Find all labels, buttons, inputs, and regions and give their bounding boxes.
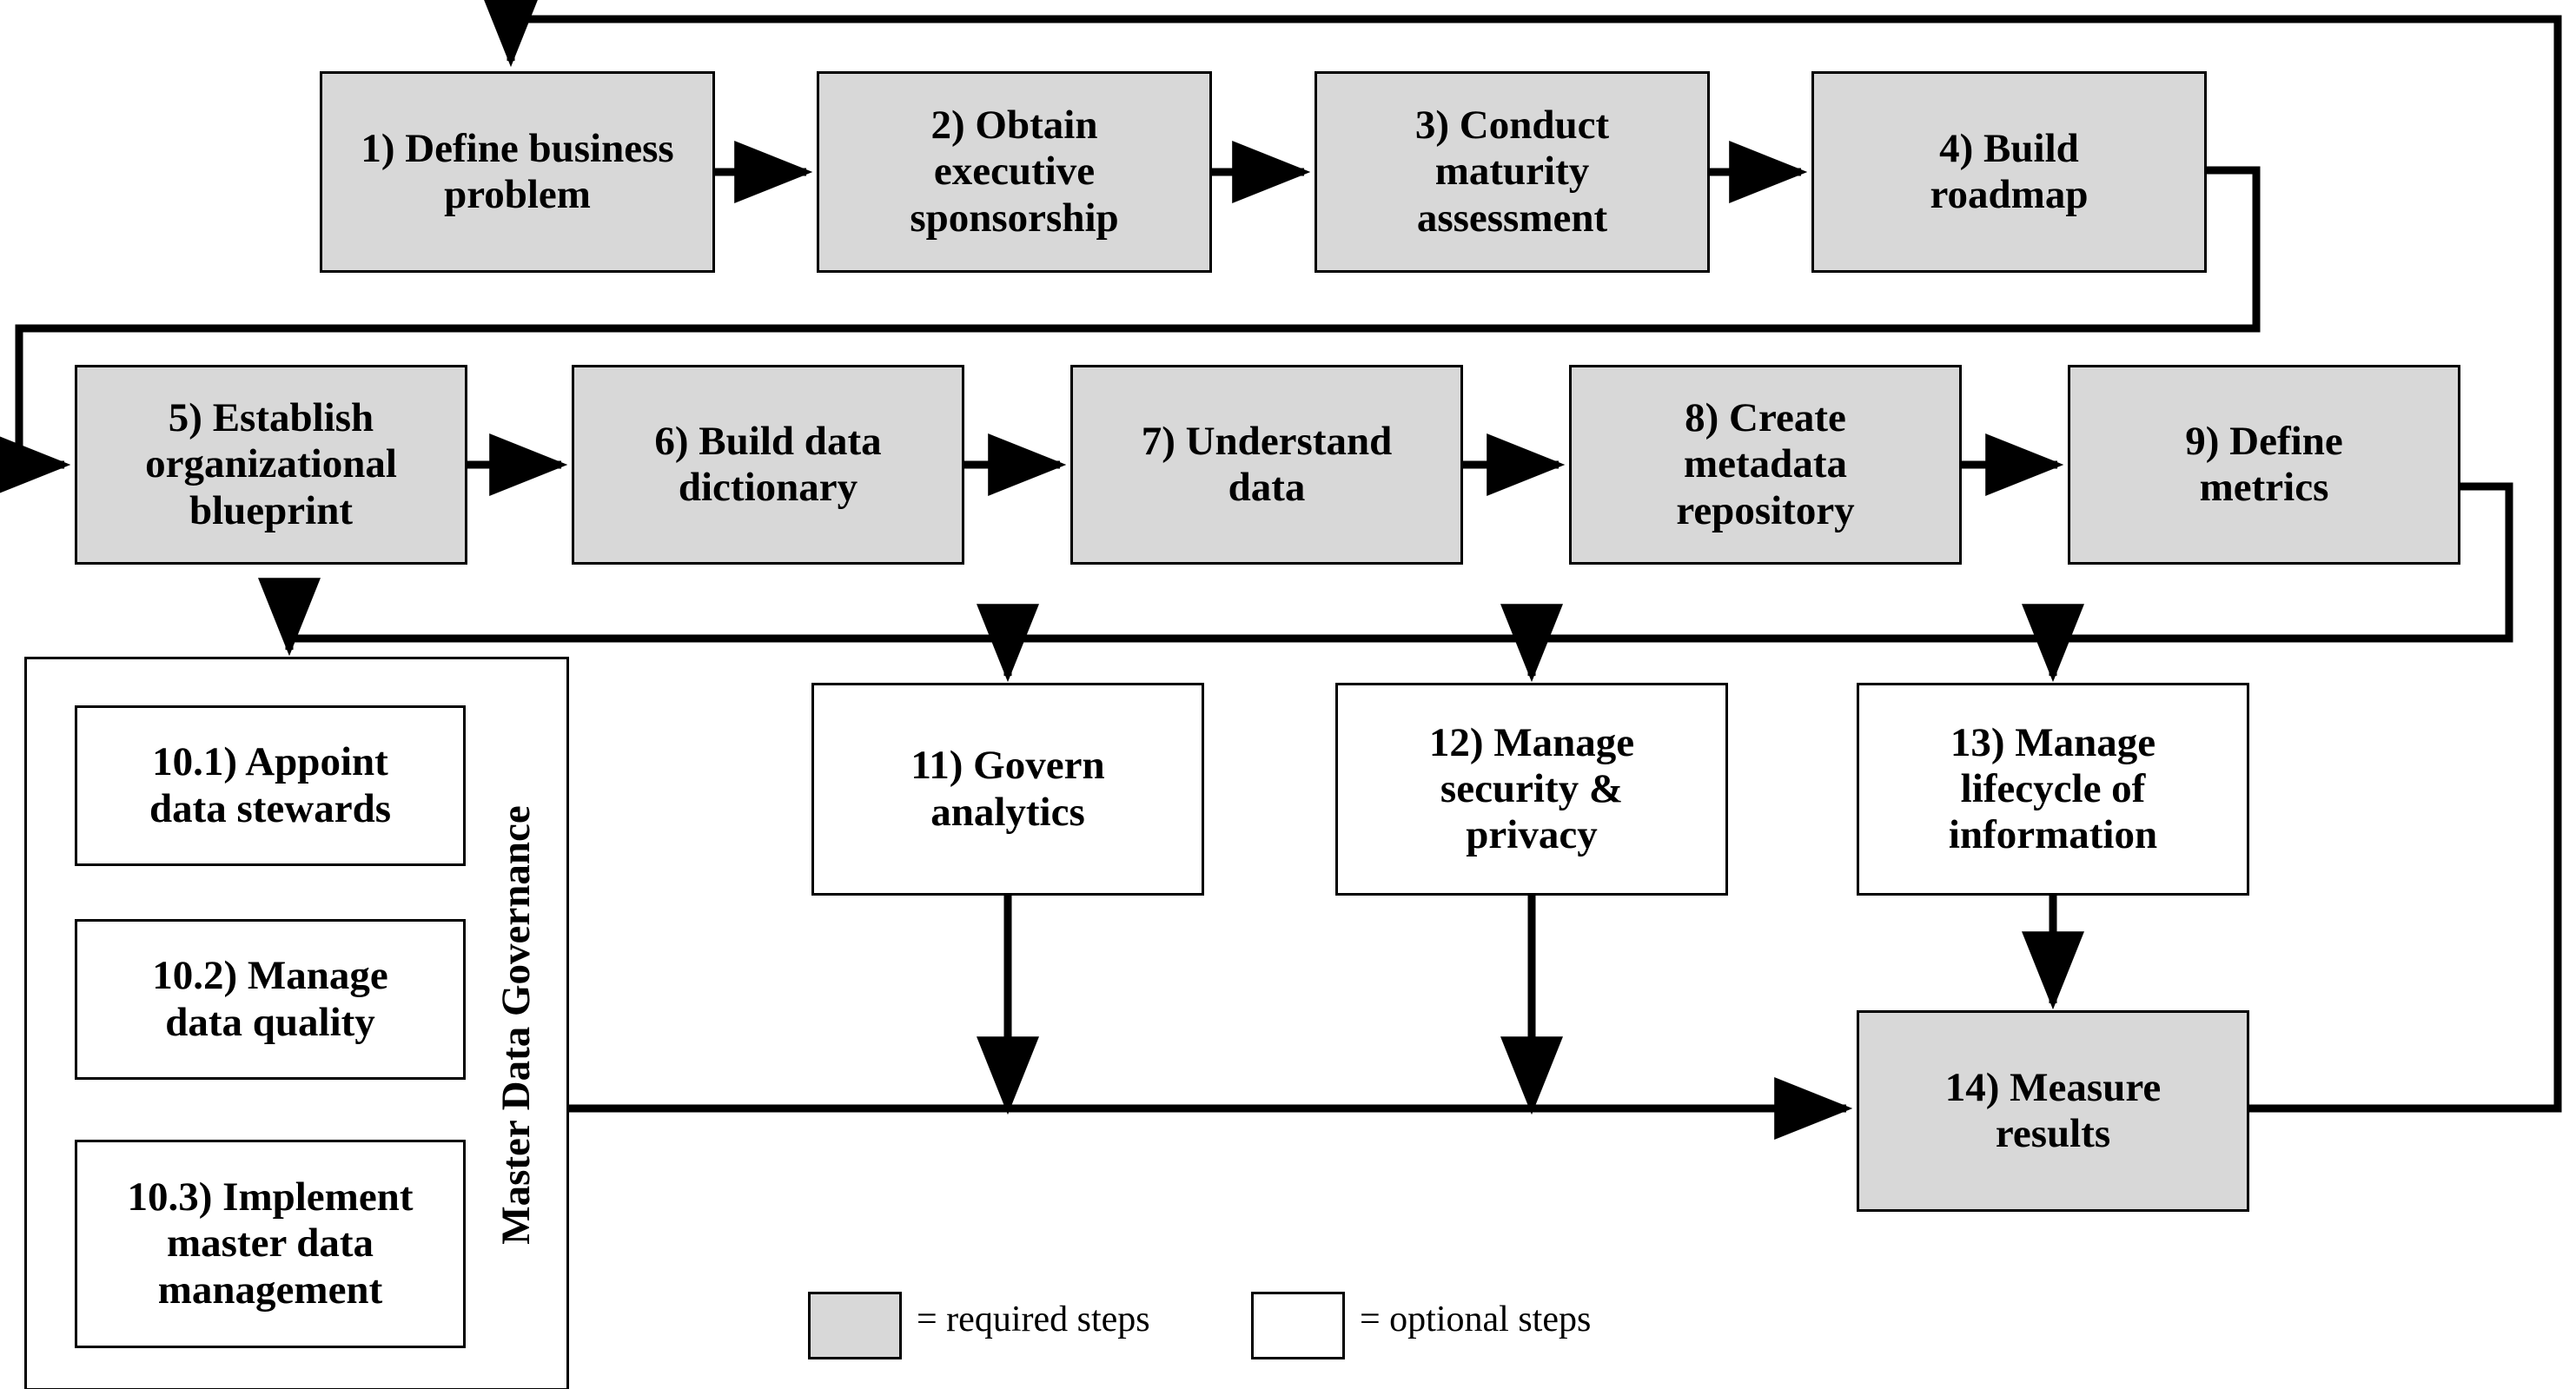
legend-required-label: = required steps: [917, 1300, 1150, 1339]
node-manage-data-quality[interactable]: 10.2) Manage data quality: [75, 919, 466, 1080]
node-conduct-maturity-assessment[interactable]: 3) Conduct maturity assessment: [1314, 71, 1710, 273]
legend-optional-label: = optional steps: [1360, 1300, 1592, 1339]
node-build-roadmap[interactable]: 4) Build roadmap: [1811, 71, 2207, 273]
node-understand-data[interactable]: 7) Understand data: [1070, 365, 1463, 565]
node-obtain-executive-sponsorship[interactable]: 2) Obtain executive sponsorship: [817, 71, 1212, 273]
legend-required-swatch: [808, 1292, 902, 1359]
edge-4-to-5: [0, 166, 2261, 496]
master-data-governance-label: Master Data Governance: [493, 805, 539, 1245]
edge-14-to-1-feedback: [480, 0, 2562, 1113]
node-manage-security-privacy[interactable]: 12) Manage security & privacy: [1335, 683, 1728, 896]
node-define-business-problem[interactable]: 1) Define business problem: [320, 71, 715, 273]
node-measure-results[interactable]: 14) Measure results: [1857, 1010, 2249, 1212]
edge-9-to-bus: [287, 482, 2513, 643]
node-govern-analytics[interactable]: 11) Govern analytics: [811, 683, 1204, 896]
legend-optional-swatch: [1251, 1292, 1345, 1359]
node-define-metrics[interactable]: 9) Define metrics: [2068, 365, 2460, 565]
node-build-data-dictionary[interactable]: 6) Build data dictionary: [572, 365, 964, 565]
node-manage-lifecycle-of-information[interactable]: 13) Manage lifecycle of information: [1857, 683, 2249, 896]
node-appoint-data-stewards[interactable]: 10.1) Appoint data stewards: [75, 705, 466, 866]
node-create-metadata-repository[interactable]: 8) Create metadata repository: [1569, 365, 1962, 565]
node-implement-master-data-management[interactable]: 10.3) Implement master data management: [75, 1140, 466, 1348]
node-establish-organizational-blueprint[interactable]: 5) Establish organizational blueprint: [75, 365, 467, 565]
